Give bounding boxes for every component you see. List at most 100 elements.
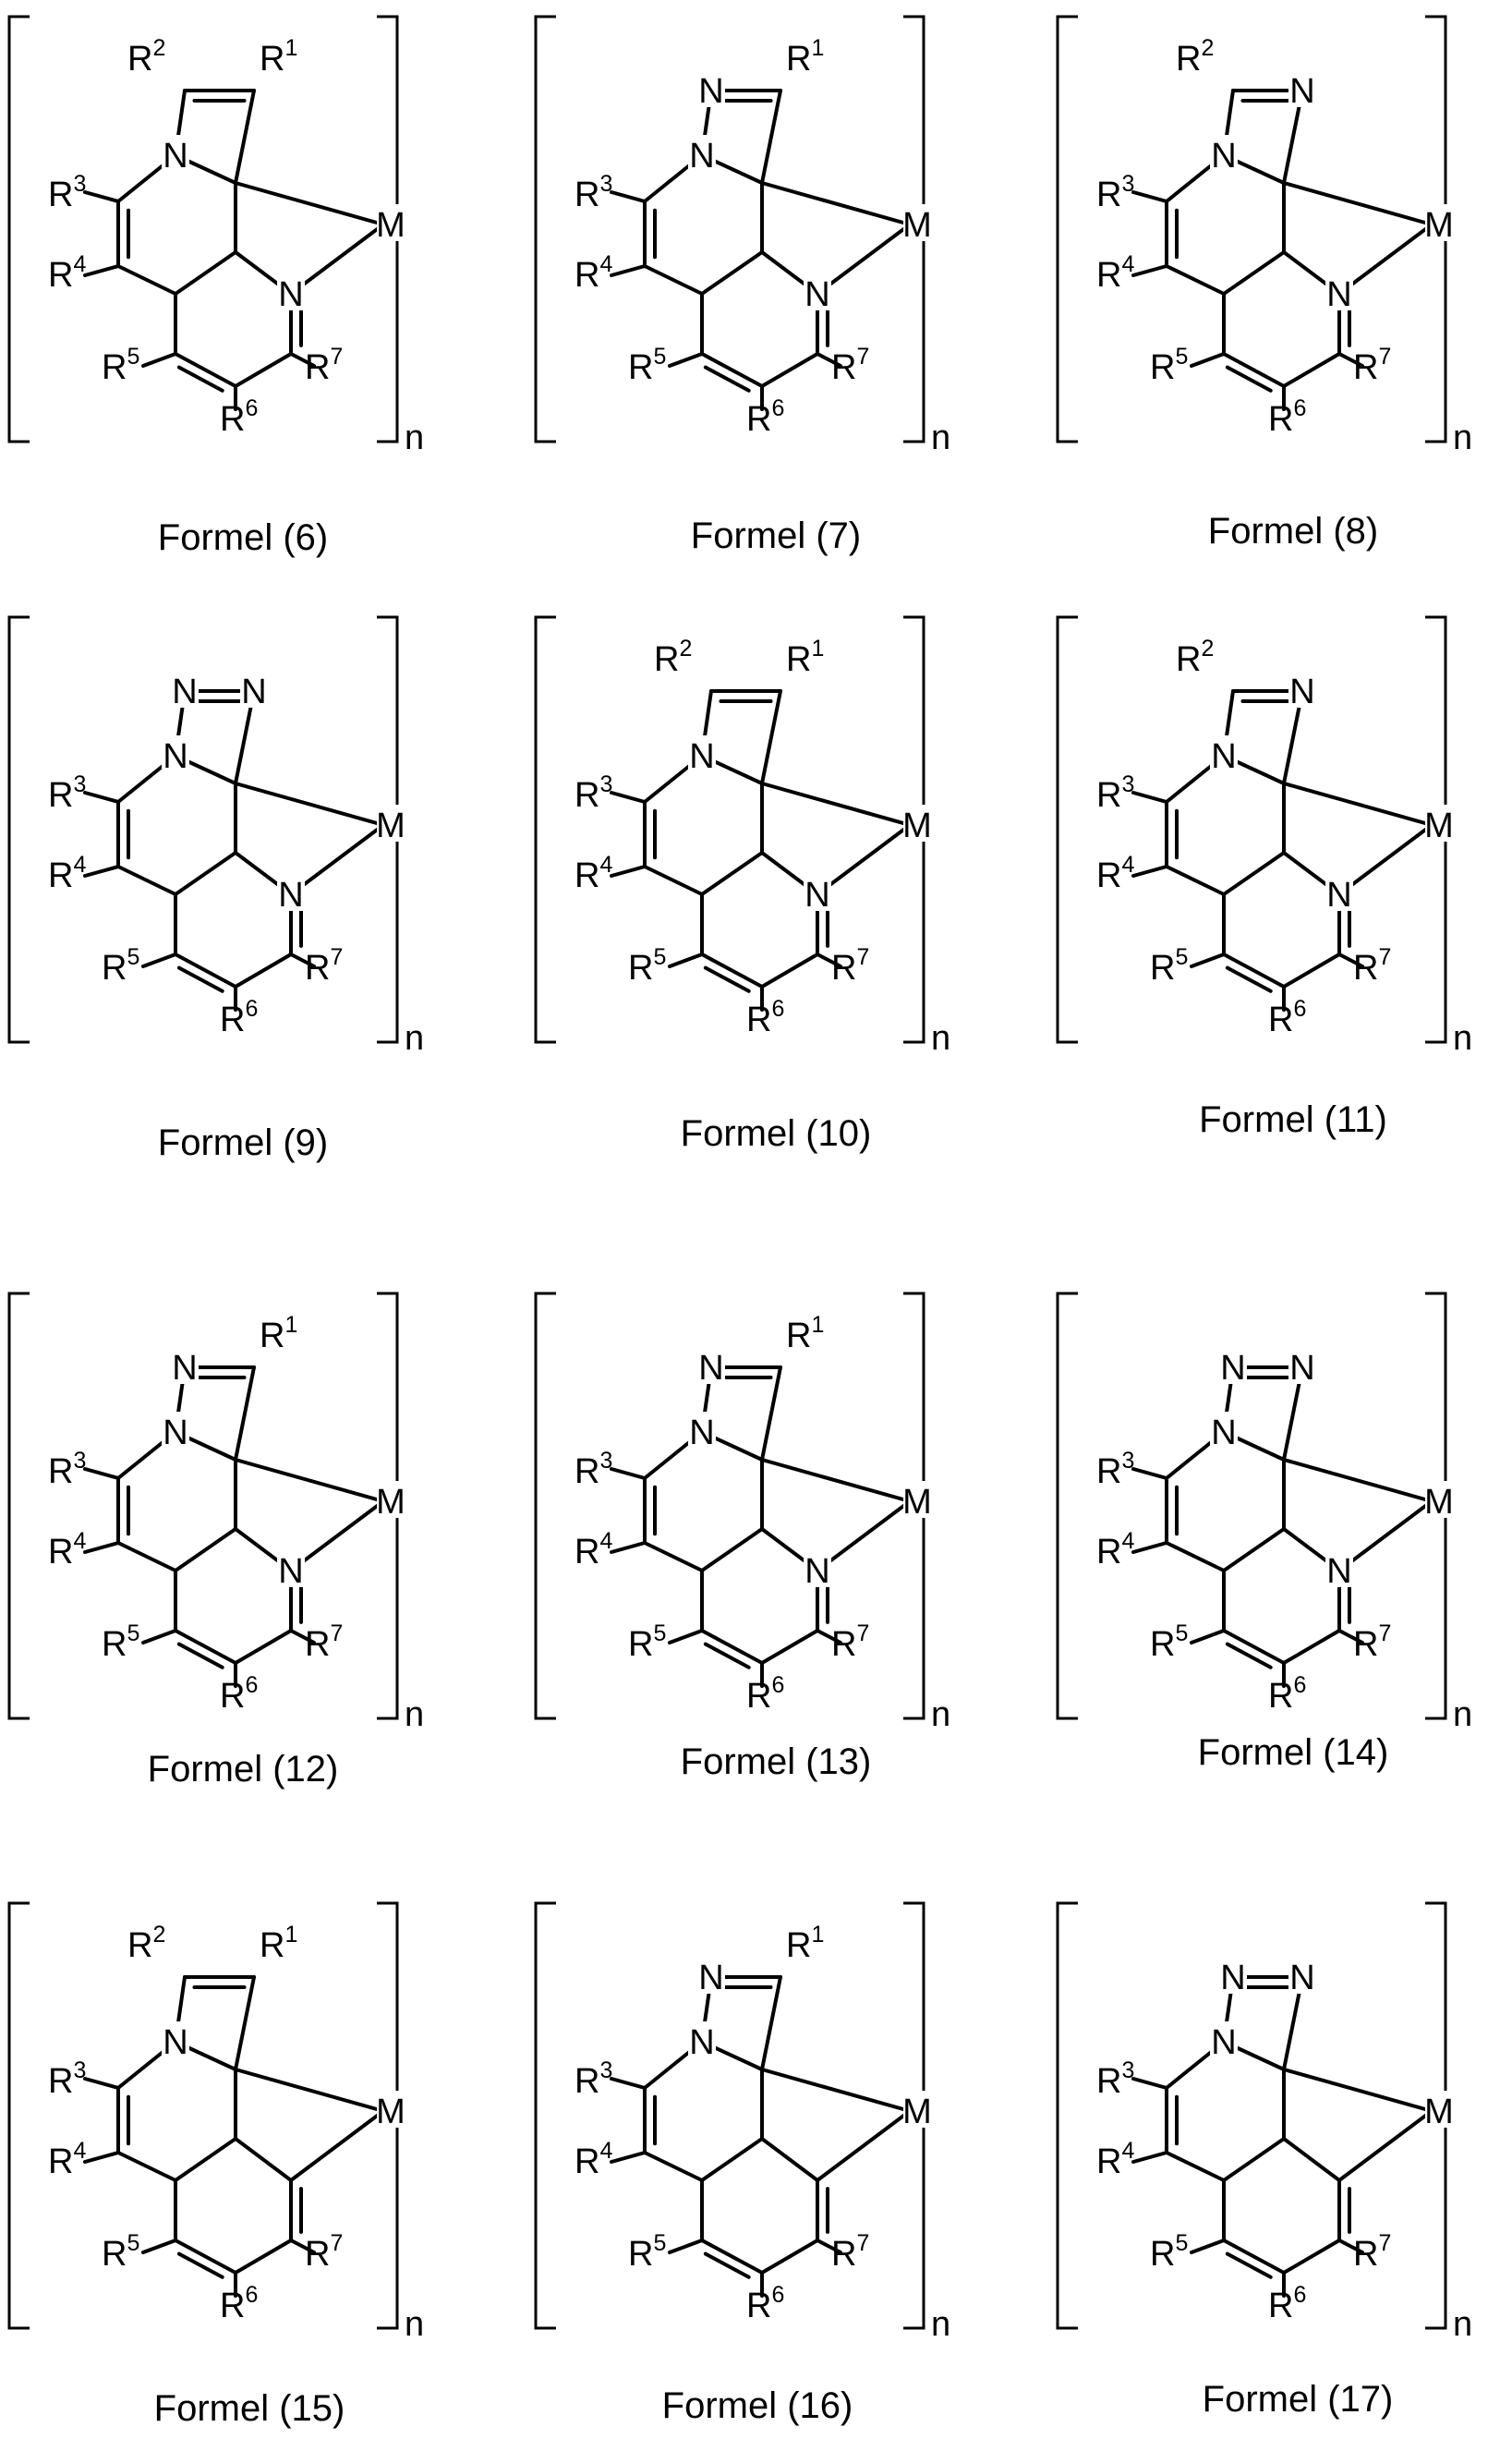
double-bond-line xyxy=(179,968,223,991)
substituent-label-r5: R5 xyxy=(102,944,139,988)
r-superscript: 7 xyxy=(856,1620,869,1646)
substituent-label-r6: R6 xyxy=(1268,395,1306,439)
r-letter: R xyxy=(628,2235,653,2274)
r-superscript: 7 xyxy=(330,2230,343,2256)
substituent-label-r1: R1 xyxy=(786,35,824,79)
left-bracket xyxy=(536,17,556,442)
substituent-label-r4: R4 xyxy=(48,2138,86,2181)
repeat-index-n: n xyxy=(405,419,424,457)
substituent-label-r3: R3 xyxy=(1096,771,1134,815)
bond xyxy=(1224,252,1284,294)
r-superscript: 1 xyxy=(284,35,297,61)
caption-f13: Formel (13) xyxy=(681,1741,872,1782)
r-letter: R xyxy=(48,856,73,895)
left-bracket xyxy=(1058,17,1078,442)
coordination-bond xyxy=(1284,2069,1432,2111)
substituent-label-r6: R6 xyxy=(220,2282,258,2325)
pyridine-atom-n: N xyxy=(1326,876,1351,915)
pyridine-atom-n: N xyxy=(804,275,829,314)
coordination-bond xyxy=(236,1460,383,1501)
bridgehead-atom-n: N xyxy=(689,737,714,776)
left-bracket xyxy=(536,617,556,1042)
r-letter: R xyxy=(1096,856,1121,895)
substituent-label-r5: R5 xyxy=(628,944,666,988)
left-bracket xyxy=(9,17,30,442)
caption-f11: Formel (11) xyxy=(1199,1099,1387,1140)
r-letter: R xyxy=(575,776,599,815)
bond xyxy=(1167,266,1224,294)
r-letter: R xyxy=(48,776,73,815)
bond xyxy=(762,954,817,987)
bond xyxy=(175,1529,236,1571)
bond xyxy=(1284,1631,1339,1663)
metal-atom-m: M xyxy=(1424,206,1454,245)
r-superscript: 7 xyxy=(856,344,869,370)
r-letter: R xyxy=(305,949,330,988)
r-superscript: 5 xyxy=(653,2230,666,2256)
substituent-bond xyxy=(143,2240,175,2252)
double-bond-line xyxy=(706,1644,749,1668)
substituent-bond xyxy=(1133,1469,1167,1478)
r-superscript: 2 xyxy=(1201,636,1214,661)
left-bracket xyxy=(1058,1293,1078,1718)
r-letter: R xyxy=(1176,40,1201,79)
coordination-bond xyxy=(236,183,383,224)
r-superscript: 1 xyxy=(284,1922,297,1948)
r-letter: R xyxy=(1268,1677,1293,1716)
r-letter: R xyxy=(305,1625,330,1664)
substituent-label-r4: R4 xyxy=(48,1528,86,1571)
r-letter: R xyxy=(305,2235,330,2274)
r-letter: R xyxy=(786,1926,811,1965)
formula-f17: nNNNMR3R4R5R6R7 xyxy=(1058,1903,1472,2344)
r-superscript: 6 xyxy=(771,395,784,421)
bond xyxy=(762,691,780,783)
substituent-label-r5: R5 xyxy=(1150,944,1188,988)
r-letter: R xyxy=(102,2235,127,2274)
pyridine-atom-n: N xyxy=(804,876,829,915)
bond xyxy=(762,1631,817,1663)
bond xyxy=(1167,2153,1224,2180)
r-letter: R xyxy=(127,40,152,79)
substituent-label-r1: R1 xyxy=(786,1312,824,1355)
r-superscript: 5 xyxy=(653,344,666,370)
r-superscript: 4 xyxy=(1121,852,1134,878)
caption-f14: Formel (14) xyxy=(1198,1732,1389,1773)
r-letter: R xyxy=(575,2142,599,2181)
r-superscript: 4 xyxy=(1121,1528,1134,1554)
repeat-index-n: n xyxy=(1453,419,1472,457)
r-letter: R xyxy=(575,2062,599,2101)
substituent-label-r3: R3 xyxy=(575,1448,612,1491)
bond xyxy=(645,2153,702,2180)
r-letter: R xyxy=(220,1001,245,1039)
r-superscript: 5 xyxy=(127,944,139,970)
ring-atom-n: N xyxy=(1289,72,1314,111)
ring-atom-n: N xyxy=(698,1959,723,1997)
r-letter: R xyxy=(220,2287,245,2325)
caption-f7: Formel (7) xyxy=(691,516,861,556)
substituent-label-r4: R4 xyxy=(1096,251,1134,295)
ring-atom-n: N xyxy=(172,1349,197,1388)
r-superscript: 4 xyxy=(73,852,86,878)
substituent-label-r5: R5 xyxy=(1150,1620,1188,1664)
caption-f12: Formel (12) xyxy=(148,1749,339,1790)
r-superscript: 7 xyxy=(330,344,343,370)
repeat-index-n: n xyxy=(931,419,950,457)
substituent-bond xyxy=(611,867,645,876)
r-letter: R xyxy=(628,348,653,387)
substituent-label-r5: R5 xyxy=(1150,344,1188,387)
substituent-label-r4: R4 xyxy=(48,852,86,895)
r-superscript: 1 xyxy=(811,636,824,661)
r-letter: R xyxy=(628,1625,653,1664)
r-letter: R xyxy=(575,256,599,295)
substituent-bond xyxy=(1191,1631,1224,1643)
r-superscript: 4 xyxy=(599,1528,612,1554)
pyridine-atom-n: N xyxy=(278,876,303,915)
bond xyxy=(762,2240,817,2273)
ring-atom-n: N xyxy=(1289,673,1314,711)
r-superscript: 5 xyxy=(653,1620,666,1646)
bond xyxy=(175,2139,236,2180)
caption-f15: Formel (15) xyxy=(154,2388,345,2429)
bond xyxy=(1284,354,1339,386)
substituent-bond xyxy=(670,2240,702,2252)
r-letter: R xyxy=(1096,776,1121,815)
